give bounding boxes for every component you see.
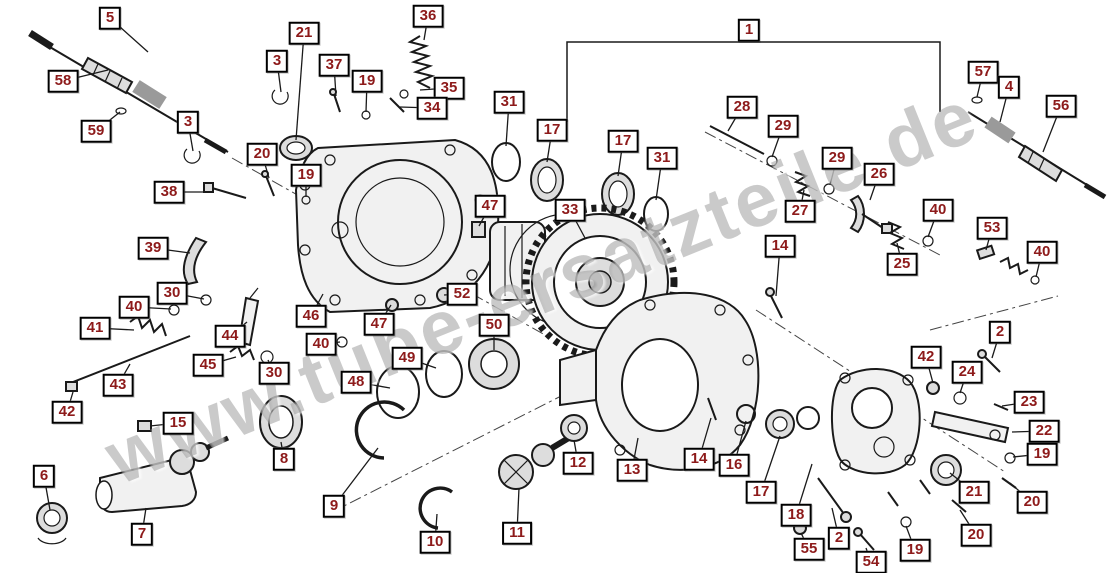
callout-38-27: 38 bbox=[153, 180, 185, 204]
callout-42-49: 42 bbox=[51, 400, 83, 424]
leader-line-21-4 bbox=[295, 32, 305, 141]
cv-axle-left bbox=[28, 30, 229, 155]
callout-58-1: 58 bbox=[47, 69, 79, 93]
callout-14-33: 14 bbox=[764, 234, 796, 258]
callout-21-74: 21 bbox=[958, 480, 990, 504]
output-shaft-parts bbox=[354, 338, 588, 530]
callout-7-53: 7 bbox=[130, 522, 154, 546]
callout-35-8: 35 bbox=[433, 76, 465, 100]
right-cover-group bbox=[831, 349, 1017, 489]
callout-48-45: 48 bbox=[340, 370, 372, 394]
callout-11-56: 11 bbox=[502, 521, 532, 545]
callout-40-42: 40 bbox=[305, 332, 337, 356]
callout-47-31: 47 bbox=[474, 194, 506, 218]
cv-axle-right bbox=[967, 96, 1107, 200]
bearing-row bbox=[491, 142, 669, 232]
callout-53-25: 53 bbox=[976, 216, 1008, 240]
callout-5-0: 5 bbox=[98, 6, 122, 30]
callout-33-32: 33 bbox=[554, 198, 586, 222]
callout-3-3: 3 bbox=[265, 49, 289, 73]
callout-19-73: 19 bbox=[1026, 442, 1058, 466]
callout-20-67: 20 bbox=[960, 523, 992, 547]
ring-gear-assembly bbox=[489, 204, 678, 360]
callout-27-18: 27 bbox=[784, 199, 816, 223]
callout-24-70: 24 bbox=[951, 360, 983, 384]
callout-44-38: 44 bbox=[214, 324, 246, 348]
callout-28-15: 28 bbox=[726, 95, 758, 119]
callout-54-65: 54 bbox=[855, 550, 887, 573]
callout-17-12: 17 bbox=[607, 129, 639, 153]
callout-49-44: 49 bbox=[391, 346, 423, 370]
callout-45-47: 45 bbox=[192, 353, 224, 377]
callout-20-29: 20 bbox=[246, 142, 278, 166]
group-bracket-1 bbox=[566, 41, 941, 122]
callout-6-52: 6 bbox=[32, 464, 56, 488]
callout-40-20: 40 bbox=[922, 198, 954, 222]
callout-29-16: 29 bbox=[767, 114, 799, 138]
callout-17-61: 17 bbox=[745, 480, 777, 504]
callout-59-2: 59 bbox=[80, 119, 112, 143]
callout-13-58: 13 bbox=[616, 458, 648, 482]
front-housing bbox=[279, 135, 500, 314]
callout-42-69: 42 bbox=[910, 345, 942, 369]
callout-55-64: 55 bbox=[793, 537, 825, 561]
callout-17-11: 17 bbox=[536, 118, 568, 142]
callout-36-7: 36 bbox=[412, 4, 444, 28]
callout-43-46: 43 bbox=[102, 373, 134, 397]
callout-41-37: 41 bbox=[79, 316, 111, 340]
callout-30-48: 30 bbox=[258, 361, 290, 385]
callout-46-39: 46 bbox=[295, 304, 327, 328]
shift-arm-assembly bbox=[95, 395, 303, 514]
callout-16-60: 16 bbox=[718, 453, 750, 477]
callout-40-26: 40 bbox=[1026, 240, 1058, 264]
mid-washers bbox=[707, 287, 820, 439]
callout-47-41: 47 bbox=[363, 312, 395, 336]
callout-37-5: 37 bbox=[318, 53, 350, 77]
callout-39-34: 39 bbox=[137, 236, 169, 260]
rear-housing bbox=[559, 291, 760, 471]
callout-56-24: 56 bbox=[1045, 94, 1077, 118]
callout-30-35: 30 bbox=[156, 281, 188, 305]
shift-rod-group bbox=[709, 125, 1040, 285]
callout-19-66: 19 bbox=[899, 538, 931, 562]
callout-19-6: 19 bbox=[351, 69, 383, 93]
callout-23-71: 23 bbox=[1013, 390, 1045, 414]
detent-spring-top bbox=[389, 35, 436, 113]
callout-31-13: 31 bbox=[646, 146, 678, 170]
end-cap bbox=[36, 502, 68, 545]
callout-14-59: 14 bbox=[683, 447, 715, 471]
callout-31-10: 31 bbox=[493, 90, 525, 114]
callout-34-9: 34 bbox=[416, 96, 448, 120]
callout-12-57: 12 bbox=[562, 451, 594, 475]
callout-22-72: 22 bbox=[1028, 419, 1060, 443]
callout-26-19: 26 bbox=[863, 162, 895, 186]
callout-1-14: 1 bbox=[737, 18, 761, 42]
callout-9-54: 9 bbox=[322, 494, 346, 518]
callout-2-63: 2 bbox=[827, 526, 851, 550]
callout-29-17: 29 bbox=[821, 146, 853, 170]
callout-3-28: 3 bbox=[176, 110, 200, 134]
callout-15-50: 15 bbox=[162, 411, 194, 435]
callout-19-30: 19 bbox=[290, 163, 322, 187]
small-fasteners-left bbox=[183, 88, 371, 205]
callout-8-51: 8 bbox=[272, 447, 296, 471]
callout-2-68: 2 bbox=[988, 320, 1012, 344]
callout-57-22: 57 bbox=[967, 60, 999, 84]
callout-20-75: 20 bbox=[1016, 490, 1048, 514]
callout-4-23: 4 bbox=[997, 75, 1021, 99]
callout-52-40: 52 bbox=[446, 282, 478, 306]
callout-25-21: 25 bbox=[886, 252, 918, 276]
callout-21-4: 21 bbox=[288, 21, 320, 45]
callout-18-62: 18 bbox=[780, 503, 812, 527]
callout-10-55: 10 bbox=[419, 530, 451, 554]
callout-50-43: 50 bbox=[478, 313, 510, 337]
callout-40-36: 40 bbox=[118, 295, 150, 319]
